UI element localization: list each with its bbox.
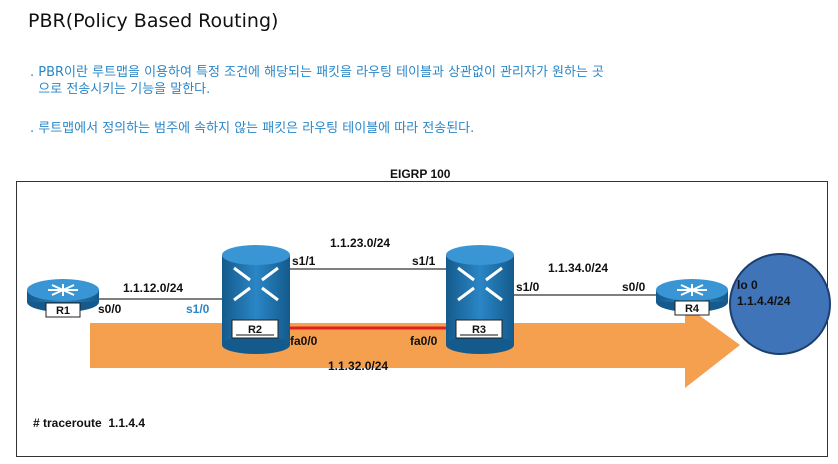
router-label-r1: R1 (56, 305, 70, 317)
router-label-r4: R4 (685, 303, 700, 315)
page-title: PBR(Policy Based Routing) (28, 10, 279, 32)
subnet-r2-r3-fast: 1.1.32.0/24 (328, 359, 388, 373)
iface-r2-s11: s1/1 (292, 254, 316, 268)
iface-r3-s10: s1/0 (516, 280, 540, 294)
iface-r2-fa00: fa0/0 (290, 334, 318, 348)
subnet-r1-r2: 1.1.12.0/24 (123, 281, 183, 295)
loopback-name: lo 0 (737, 278, 758, 292)
iface-r3-fa00: fa0/0 (410, 334, 438, 348)
iface-r4-s00: s0/0 (622, 280, 646, 294)
router-r4[interactable] (656, 279, 728, 316)
description-line-2: 으로 전송시키는 기능을 말한다. (30, 82, 211, 97)
subnet-r3-r4: 1.1.34.0/24 (548, 261, 608, 275)
loopback-address: 1.1.4.4/24 (737, 294, 791, 308)
eigrp-as-label: EIGRP 100 (390, 167, 451, 181)
iface-r1-s00: s0/0 (98, 302, 122, 316)
iface-r2-s10: s1/0 (186, 302, 210, 316)
router-r2[interactable] (222, 245, 290, 354)
description-line-1: . PBR이란 루트맵을 이용하여 특정 조건에 해당되는 패킷을 라우팅 테이… (30, 65, 605, 80)
description-line-3: . 루트맵에서 정의하는 범주에 속하지 않는 패킷은 라우팅 테이블에 따라 … (30, 121, 475, 136)
iface-r3-s11: s1/1 (412, 254, 436, 268)
router-label-r2: R2 (248, 324, 262, 336)
traceroute-command: # traceroute 1.1.4.4 (33, 416, 145, 430)
subnet-r2-r3-serial: 1.1.23.0/24 (330, 236, 390, 250)
router-r3[interactable] (446, 245, 514, 354)
router-r1[interactable] (27, 279, 99, 318)
router-label-r3: R3 (472, 324, 486, 336)
loopback-circle (729, 253, 831, 355)
